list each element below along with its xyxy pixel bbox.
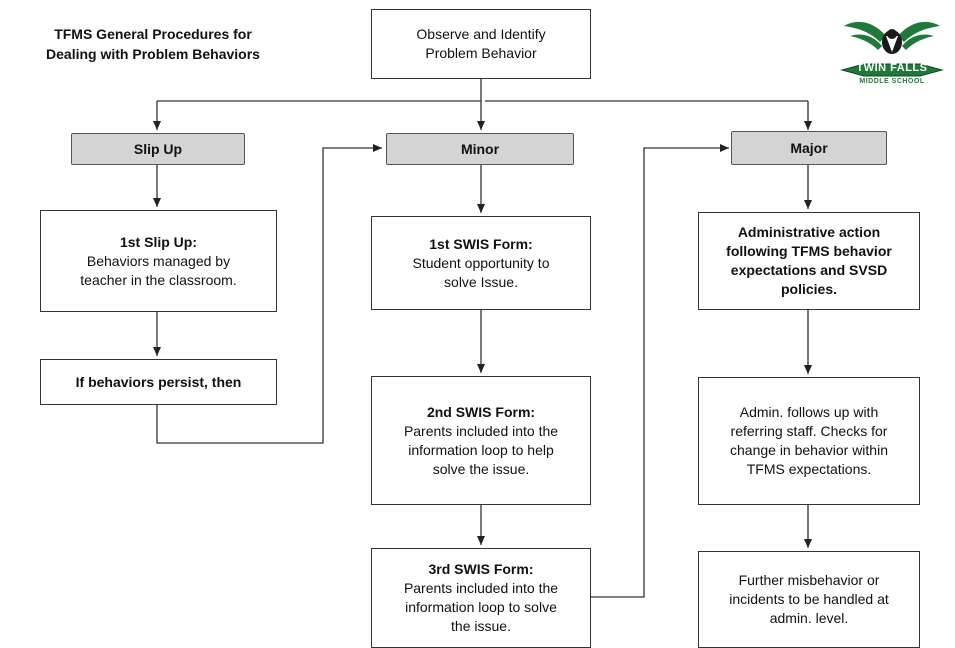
further-misbehavior-line-1: Further misbehavior or bbox=[738, 572, 880, 588]
persist-label: If behaviors persist, then bbox=[75, 373, 242, 390]
admin-action-line-3: expectations and SVSD bbox=[730, 262, 888, 278]
logo-name: TWIN FALLS bbox=[856, 62, 928, 74]
swis-form-3-box: 3rd SWIS Form: Parents included into the… bbox=[371, 548, 591, 648]
swis-form-1-line-2: solve Issue. bbox=[444, 273, 518, 290]
logo-subtitle: MIDDLE SCHOOL bbox=[859, 78, 925, 85]
swis-form-3-line-1: Parents included into the bbox=[403, 580, 559, 596]
swis-form-3-line-3: the issue. bbox=[451, 618, 511, 634]
swis-form-2-line-1: Parents included into the bbox=[403, 422, 559, 439]
connector-form3-to-major bbox=[590, 144, 729, 598]
eagle-icon bbox=[840, 21, 944, 77]
start-node: Observe and Identify Problem Behavior bbox=[371, 9, 591, 79]
connector-persist-to-minor bbox=[156, 144, 382, 444]
slip-up-header-label: Slip Up bbox=[133, 140, 183, 157]
slip-up-header: Slip Up bbox=[71, 133, 245, 165]
minor-header-label: Minor bbox=[460, 140, 500, 157]
swis-form-3-heading: 3rd SWIS Form: bbox=[428, 561, 534, 577]
persist-box: If behaviors persist, then bbox=[40, 359, 277, 405]
first-slip-up-box: 1st Slip Up: Behaviors managed by teache… bbox=[40, 210, 277, 312]
major-header: Major bbox=[731, 131, 887, 165]
page-title: TFMS General Procedures for Dealing with… bbox=[8, 24, 298, 64]
first-slip-up-heading: 1st Slip Up: bbox=[119, 233, 197, 250]
admin-followup-box: Admin. follows up with referring staff. … bbox=[698, 377, 920, 505]
first-slip-up-line-2: teacher in the classroom. bbox=[80, 271, 237, 288]
school-logo: TWIN FALLS MIDDLE SCHOOL bbox=[836, 12, 948, 94]
admin-action-line-2: following TFMS behavior bbox=[726, 243, 892, 259]
swis-form-2-line-3: solve the issue. bbox=[432, 460, 530, 477]
start-line-1: Observe and Identify bbox=[416, 26, 546, 42]
swis-form-3-line-2: information loop to solve bbox=[405, 599, 557, 615]
swis-form-2-line-2: information loop to help bbox=[408, 441, 554, 458]
title-line-2: Dealing with Problem Behaviors bbox=[46, 46, 260, 62]
swis-form-1-heading: 1st SWIS Form: bbox=[429, 235, 533, 252]
start-line-2: Problem Behavior bbox=[425, 45, 537, 61]
admin-action-box: Administrative action following TFMS beh… bbox=[698, 212, 920, 310]
admin-action-line-4: policies. bbox=[780, 281, 838, 297]
further-misbehavior-line-3: admin. level. bbox=[769, 610, 849, 626]
major-header-label: Major bbox=[790, 139, 828, 156]
further-misbehavior-box: Further misbehavior or incidents to be h… bbox=[698, 551, 920, 648]
title-line-1: TFMS General Procedures for bbox=[54, 26, 252, 42]
further-misbehavior-line-2: incidents to be handled at bbox=[729, 591, 889, 607]
swis-form-2-heading: 2nd SWIS Form: bbox=[426, 403, 536, 420]
admin-followup-line-2: referring staff. Checks for bbox=[730, 423, 888, 439]
admin-followup-line-1: Admin. follows up with bbox=[739, 404, 879, 420]
admin-action-line-1: Administrative action bbox=[737, 224, 881, 240]
first-slip-up-line-1: Behaviors managed by bbox=[86, 252, 231, 269]
admin-followup-line-3: change in behavior within bbox=[730, 442, 888, 458]
admin-followup-line-4: TFMS expectations. bbox=[746, 461, 872, 477]
swis-form-1-line-1: Student opportunity to bbox=[412, 254, 550, 271]
swis-form-1-box: 1st SWIS Form: Student opportunity to so… bbox=[371, 216, 591, 310]
minor-header: Minor bbox=[386, 133, 574, 165]
swis-form-2-box: 2nd SWIS Form: Parents included into the… bbox=[371, 376, 591, 505]
